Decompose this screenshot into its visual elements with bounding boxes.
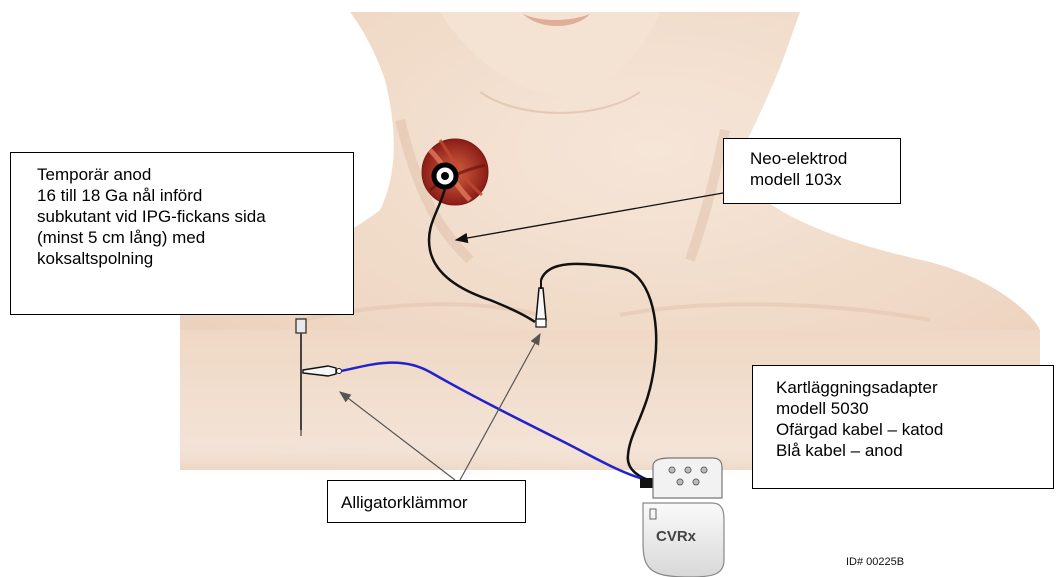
callout-alligator-clips: Alligatorklämmor [327,480,526,523]
callout-neo-electrode: Neo-elektrod modell 103x [723,138,901,204]
callout-line: modell 103x [750,169,900,190]
image-id-label: ID# 00225B [846,556,904,568]
callout-line: koksaltspolning [37,248,353,269]
ipg-device: CVRx [640,458,724,577]
callout-line: Blå kabel – anod [776,440,1053,461]
callout-label: Alligatorklämmor [341,492,525,513]
callout-line: Temporär anod [37,164,353,185]
callout-line: Neo-elektrod [750,148,900,169]
callout-line: Ofärgad kabel – katod [776,419,1053,440]
device-brand-label: CVRx [656,528,697,545]
callout-temporary-anode: Temporär anod 16 till 18 Ga nål införd s… [10,152,354,315]
callout-line: Kartläggningsadapter [776,377,1053,398]
callout-line: (minst 5 cm lång) med [37,227,353,248]
callout-line: subkutant vid IPG-fickans sida [37,206,353,227]
callout-line: 16 till 18 Ga nål införd [37,185,353,206]
callout-line: modell 5030 [776,398,1053,419]
callout-mapping-adapter: Kartläggningsadapter modell 5030 Ofärgad… [752,365,1054,489]
neo-electrode-disc-icon [434,165,456,187]
